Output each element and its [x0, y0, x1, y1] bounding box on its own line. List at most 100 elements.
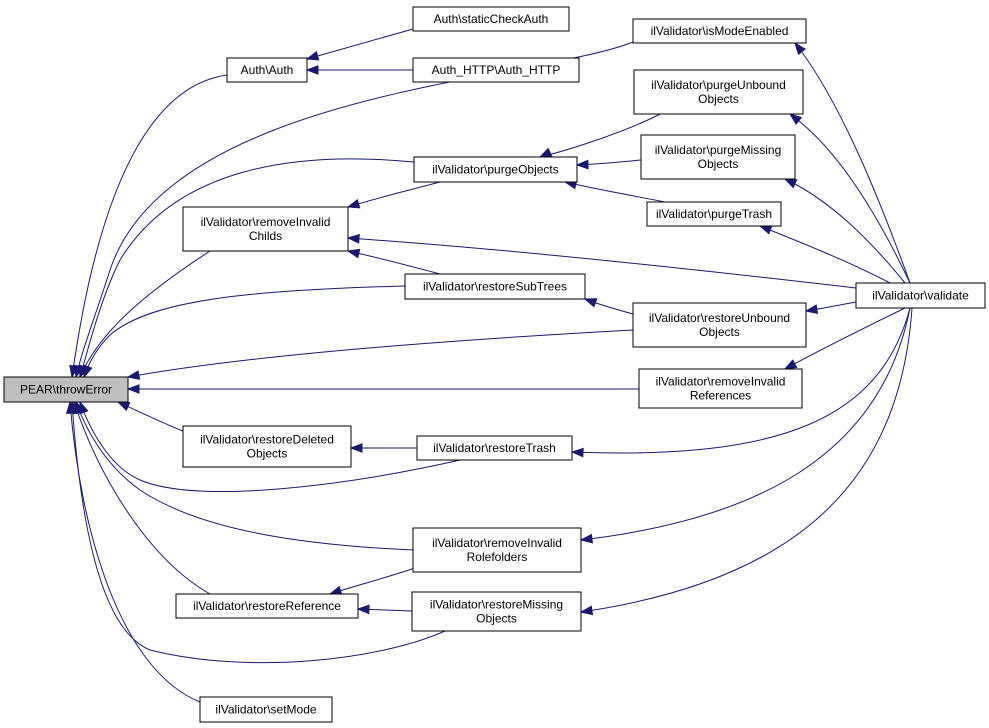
node-box: [411, 591, 582, 632]
edge-validate-to-purgeUnbound: [788, 113, 911, 284]
arrowhead-icon: [575, 159, 589, 170]
arrowhead-icon: [788, 113, 803, 125]
arrowhead-icon: [783, 178, 798, 189]
node-box: [199, 696, 333, 723]
arrowhead-icon: [126, 384, 140, 394]
node-box: [638, 368, 803, 409]
nodes-layer: PEAR\throwError Auth\Auth Auth\staticCheck…: [3, 6, 986, 723]
node-label: ilValidator\restoreReference: [193, 599, 341, 613]
edge-line: [79, 158, 415, 378]
arrowhead-icon: [794, 41, 806, 56]
node-label: ilValidator\purgeUnbound: [651, 78, 786, 92]
node-label: ilValidator\isModeEnabled: [651, 24, 789, 38]
node-authHttp[interactable]: Auth_HTTP\Auth_HTTP: [412, 57, 580, 83]
node-purgeObjects[interactable]: ilValidator\purgeObjects: [413, 156, 578, 183]
edge-line: [789, 113, 911, 284]
arrowhead-icon: [83, 364, 93, 379]
node-box: [413, 156, 578, 183]
node-box: [175, 593, 359, 619]
node-validate[interactable]: ilValidator\validate: [855, 282, 986, 309]
node-label: ilValidator\purgeMissing: [655, 143, 782, 157]
node-box: [632, 302, 807, 348]
arrowhead-icon: [804, 304, 819, 315]
edge-restoreTrash-to-restoreDeleted: [349, 443, 417, 453]
node-box: [646, 201, 782, 227]
node-box: [226, 57, 308, 83]
arrowhead-icon: [758, 225, 773, 235]
edge-line: [79, 250, 211, 378]
node-label: ilValidator\restoreSubTrees: [423, 280, 567, 294]
edge-line: [564, 181, 666, 203]
edges-layer: [65, 28, 913, 703]
arrowhead-icon: [328, 585, 343, 596]
node-label: ilValidator\restoreTrash: [433, 441, 556, 455]
arrowhead-icon: [538, 147, 553, 158]
edge-validate-to-removeInvalidReferences: [783, 307, 906, 370]
node-label: ilValidator\purgeTrash: [656, 207, 772, 221]
edge-validate-to-isModeEnabled: [794, 41, 911, 284]
node-label: ilValidator\validate: [872, 289, 969, 303]
node-box: [416, 435, 573, 461]
edge-line: [83, 285, 406, 378]
edge-line: [784, 307, 906, 370]
edge-validate-to-restoreTrash: [570, 307, 911, 458]
edge-line: [794, 42, 911, 284]
node-label: References: [690, 389, 751, 403]
node-staticCheckAuth[interactable]: Auth\staticCheckAuth: [412, 6, 570, 32]
node-box: [412, 57, 580, 83]
arrowhead-icon: [570, 447, 584, 458]
edge-restoreUnbound-to-throwError: [126, 329, 634, 380]
edge-line: [580, 307, 911, 541]
edge-validate-to-purgeTrash: [758, 225, 891, 284]
node-box: [412, 527, 582, 573]
edge-line: [580, 307, 913, 613]
node-box: [640, 134, 796, 180]
arrowhead-icon: [116, 401, 131, 412]
node-restoreTrash[interactable]: ilValidator\restoreTrash: [416, 435, 573, 461]
edge-staticCheckAuth-to-authAuth: [305, 28, 414, 61]
node-isModeEnabled[interactable]: ilValidator\isModeEnabled: [632, 18, 807, 44]
edge-restoreDeleted-to-throwError: [116, 401, 184, 432]
node-box: [404, 273, 586, 300]
node-label: Objects: [698, 157, 739, 171]
node-label: ilValidator\restoreDeleted: [200, 433, 334, 447]
node-purgeTrash[interactable]: ilValidator\purgeTrash: [646, 201, 782, 227]
node-box: [182, 206, 349, 252]
node-authAuth[interactable]: Auth\Auth: [226, 57, 308, 83]
node-label: ilValidator\setMode: [215, 703, 316, 717]
arrowhead-icon: [346, 248, 361, 259]
node-label: Objects: [476, 612, 517, 626]
arrowhead-icon: [349, 443, 363, 453]
node-setMode[interactable]: ilValidator\setMode: [199, 696, 333, 723]
node-label: ilValidator\purgeObjects: [432, 163, 559, 177]
node-restoreReference[interactable]: ilValidator\restoreReference: [175, 593, 359, 619]
edge-purgeObjects-to-throwError: [78, 158, 415, 379]
edge-line: [347, 181, 441, 208]
edge-removeInvalidRolefolders-to-restoreReference: [328, 567, 416, 596]
node-label: Objects: [698, 92, 739, 106]
node-label: ilValidator\removeInvalid: [656, 375, 786, 389]
edge-line: [329, 567, 416, 595]
arrowhead-icon: [579, 605, 594, 616]
edge-line: [127, 329, 634, 378]
node-restoreSubTrees[interactable]: ilValidator\restoreSubTrees: [404, 273, 586, 300]
edge-line: [347, 237, 857, 289]
node-label: Auth_HTTP\Auth_HTTP: [432, 63, 561, 77]
edge-purgeUnbound-to-purgeObjects: [538, 113, 661, 158]
node-throwError[interactable]: PEAR\throwError: [3, 376, 129, 403]
edge-line: [571, 307, 911, 454]
edge-isModeEnabled-to-throwError: [74, 41, 634, 379]
node-label: Auth\Auth: [241, 63, 294, 77]
edge-line: [75, 41, 634, 378]
arrowhead-icon: [346, 198, 361, 209]
edge-line: [306, 28, 414, 60]
node-box: [3, 376, 129, 403]
